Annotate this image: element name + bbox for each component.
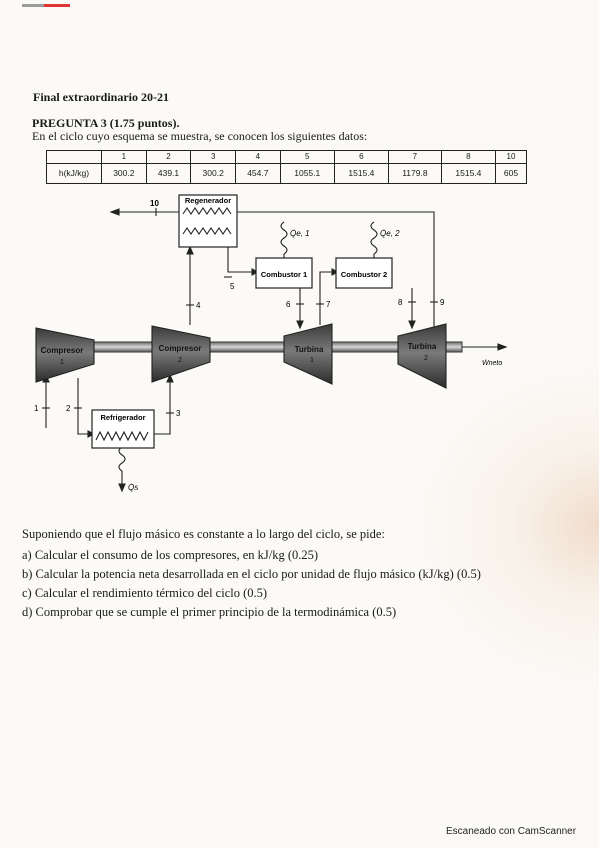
heat-in-1-label: Q̇e, 1 bbox=[290, 229, 310, 238]
state-3-label: 3 bbox=[176, 409, 181, 418]
flow-arrow-8 bbox=[408, 320, 416, 330]
flow-line-5 bbox=[227, 247, 256, 273]
heat-in-1-squiggle bbox=[280, 221, 288, 255]
refrigerador-label: Refrigerador bbox=[100, 413, 145, 422]
question-a: a) Calcular el consumo de los compresore… bbox=[22, 548, 319, 562]
compresor-2-label: Compresor bbox=[159, 344, 202, 353]
table-header-cell: 8 bbox=[440, 150, 497, 164]
question-c: c) Calcular el rendimiento térmico del c… bbox=[22, 586, 268, 600]
table-header-cell: 4 bbox=[235, 150, 281, 164]
compresor-2-number: 2 bbox=[178, 357, 182, 364]
turbina-1-label: Turbina bbox=[295, 345, 324, 354]
heat-out-label: Q̇s bbox=[128, 483, 138, 492]
turbina-2-number: 2 bbox=[424, 355, 428, 362]
compresor-1-number: 1 bbox=[60, 359, 64, 366]
table-cell: 300.2 bbox=[190, 162, 237, 185]
table-row: h(kJ/kg) 300.2 439.1 300.2 454.7 1055.1 … bbox=[46, 162, 527, 185]
table-header-cell: 7 bbox=[387, 150, 442, 164]
heat-out-squiggle bbox=[118, 446, 126, 472]
question-list: Suponiendo que el flujo másico es consta… bbox=[22, 527, 582, 624]
flow-arrow-6 bbox=[296, 320, 304, 330]
table-cell: 439.1 bbox=[145, 162, 192, 185]
combustor-2 bbox=[335, 257, 393, 289]
table-header-cell: 2 bbox=[145, 150, 192, 164]
state-4-label: 4 bbox=[196, 301, 201, 310]
flow-arrow-7 bbox=[331, 268, 340, 276]
exam-title: Final extraordinario 20-21 bbox=[33, 90, 169, 104]
state-9-label: 9 bbox=[440, 298, 445, 307]
turbina-2 bbox=[397, 323, 447, 389]
state-1-label: 1 bbox=[34, 404, 39, 413]
work-arrow-head bbox=[497, 343, 508, 351]
grey-scan-mark bbox=[22, 4, 44, 7]
table-cell: 1179.8 bbox=[387, 162, 442, 185]
turbina-2-label: Turbina bbox=[408, 342, 437, 351]
flow-line-3 bbox=[152, 378, 171, 435]
flow-line-7 bbox=[319, 271, 336, 325]
flow-arrow-5 bbox=[251, 268, 260, 276]
regenerador bbox=[178, 194, 238, 248]
table-cell: 1515.4 bbox=[333, 162, 389, 185]
flow-arrow-2 bbox=[87, 430, 96, 438]
compresor-2 bbox=[151, 325, 211, 383]
table-header-row: 1 2 3 4 5 6 7 8 10 bbox=[46, 150, 527, 164]
table-cell: 605 bbox=[495, 162, 527, 185]
question-intro: En el ciclo cuyo esquema se muestra, se … bbox=[32, 129, 368, 143]
table-header-cell: 1 bbox=[101, 150, 147, 164]
table-header-cell: 10 bbox=[495, 150, 527, 164]
flow-line-2 bbox=[77, 378, 92, 435]
enthalpy-table: 1 2 3 4 5 6 7 8 10 h(kJ/kg) 300.2 439.1 … bbox=[46, 150, 527, 185]
refrigerador bbox=[91, 409, 155, 449]
state-5-label: 5 bbox=[230, 282, 235, 291]
heat-in-2-label: Q̇e, 2 bbox=[380, 229, 400, 238]
heat-out-arrow bbox=[118, 483, 126, 493]
regenerador-coil-bottom bbox=[182, 227, 232, 235]
question-lead: Suponiendo que el flujo másico es consta… bbox=[22, 527, 385, 541]
state-8-label: 8 bbox=[398, 298, 403, 307]
compresor-1 bbox=[35, 327, 95, 383]
combustor-2-label: Combustor 2 bbox=[341, 270, 387, 279]
compresor-1-label: Compresor bbox=[41, 346, 84, 355]
refrigerador-coil bbox=[95, 430, 149, 442]
state-2-label: 2 bbox=[66, 404, 71, 413]
table-cell: 300.2 bbox=[101, 162, 147, 185]
flow-arrow-4 bbox=[186, 245, 194, 255]
regenerador-coil-top bbox=[182, 207, 232, 215]
turbina-1 bbox=[283, 323, 333, 385]
table-header-cell: 3 bbox=[190, 150, 237, 164]
turbina-1-number: 1 bbox=[310, 357, 314, 364]
question-title: PREGUNTA 3 (1.75 puntos). bbox=[32, 116, 180, 130]
state-10-label: 10 bbox=[150, 199, 159, 208]
heat-in-2-squiggle bbox=[370, 221, 378, 255]
state-6-label: 6 bbox=[286, 300, 291, 309]
row-label: h(kJ/kg) bbox=[46, 162, 102, 185]
red-scan-mark bbox=[22, 4, 70, 7]
scanner-footer: Escaneado con CamScanner bbox=[446, 826, 577, 837]
exhaust-arrow-icon bbox=[109, 208, 120, 216]
question-b: b) Calcular la potencia neta desarrollad… bbox=[22, 567, 481, 581]
combustor-1-label: Combustor 1 bbox=[261, 270, 307, 279]
flow-line-9 bbox=[222, 211, 435, 327]
flow-arrow-3 bbox=[166, 373, 174, 383]
table-header-cell: 6 bbox=[333, 150, 389, 164]
table-cell: 454.7 bbox=[235, 162, 281, 185]
combustor-1 bbox=[255, 257, 313, 289]
question-d: d) Comprobar que se cumple el primer pri… bbox=[22, 605, 397, 619]
table-cell: 1055.1 bbox=[279, 162, 335, 185]
regenerador-label: Regenerador bbox=[185, 196, 231, 205]
table-header-cell: 5 bbox=[279, 150, 335, 164]
work-net-label: Ẇneto bbox=[482, 359, 502, 367]
cycle-diagram: Regenerador Refrigerador Combustor 1 Com… bbox=[34, 194, 508, 493]
state-7-label: 7 bbox=[326, 300, 331, 309]
table-cell: 1515.4 bbox=[440, 162, 497, 185]
table-header-cell bbox=[46, 150, 102, 164]
